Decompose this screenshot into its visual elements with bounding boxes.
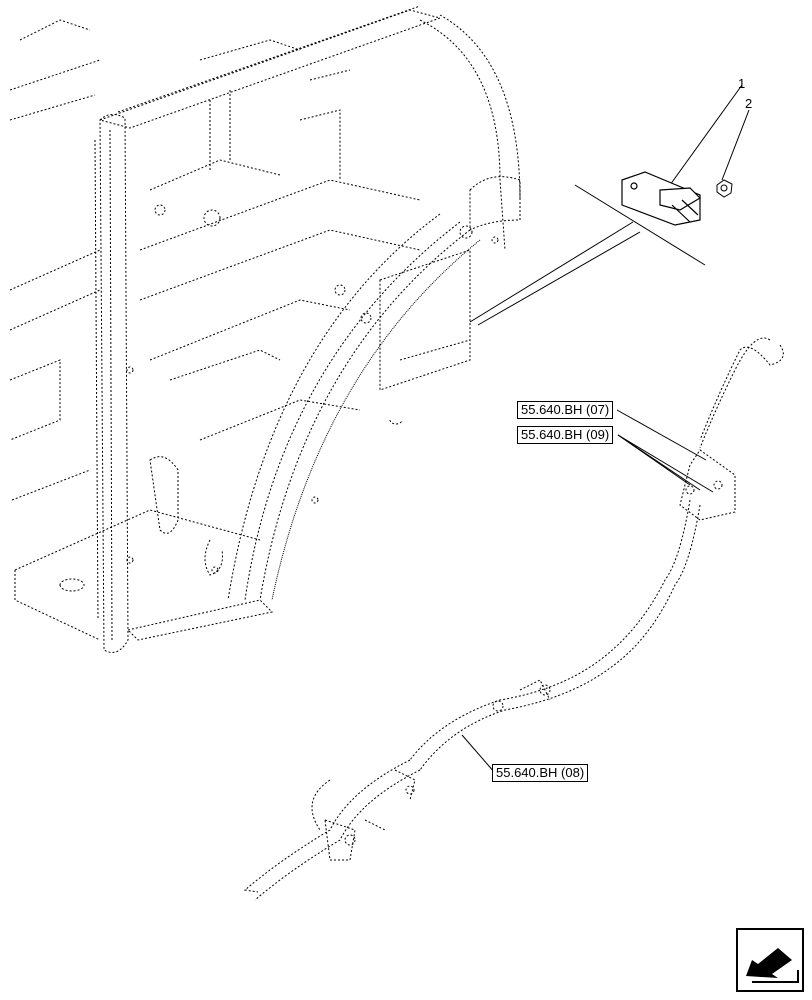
- wiring-harness: [243, 337, 784, 901]
- top-rail: [98, 9, 442, 129]
- bottom-sill: [127, 599, 274, 641]
- switch-part: [621, 171, 701, 226]
- front-pillar: [99, 114, 129, 653]
- reference-55-640-bh-08[interactable]: 55.640.BH (08): [492, 764, 589, 782]
- callout-2: 2: [745, 96, 752, 111]
- reference-55-640-bh-09[interactable]: 55.640.BH (09): [517, 426, 614, 444]
- rear-pillar: [419, 19, 506, 251]
- leader-lines: [461, 84, 750, 774]
- door-seal-outer: [259, 229, 471, 601]
- arrow-icon-graphic: [746, 948, 799, 983]
- callout-1: 1: [738, 76, 745, 91]
- cab-frame-drawing: [9, 5, 521, 653]
- nut-part: [716, 179, 733, 198]
- next-page-arrow-icon[interactable]: [736, 928, 804, 992]
- reference-55-640-bh-07[interactable]: 55.640.BH (07): [517, 401, 614, 419]
